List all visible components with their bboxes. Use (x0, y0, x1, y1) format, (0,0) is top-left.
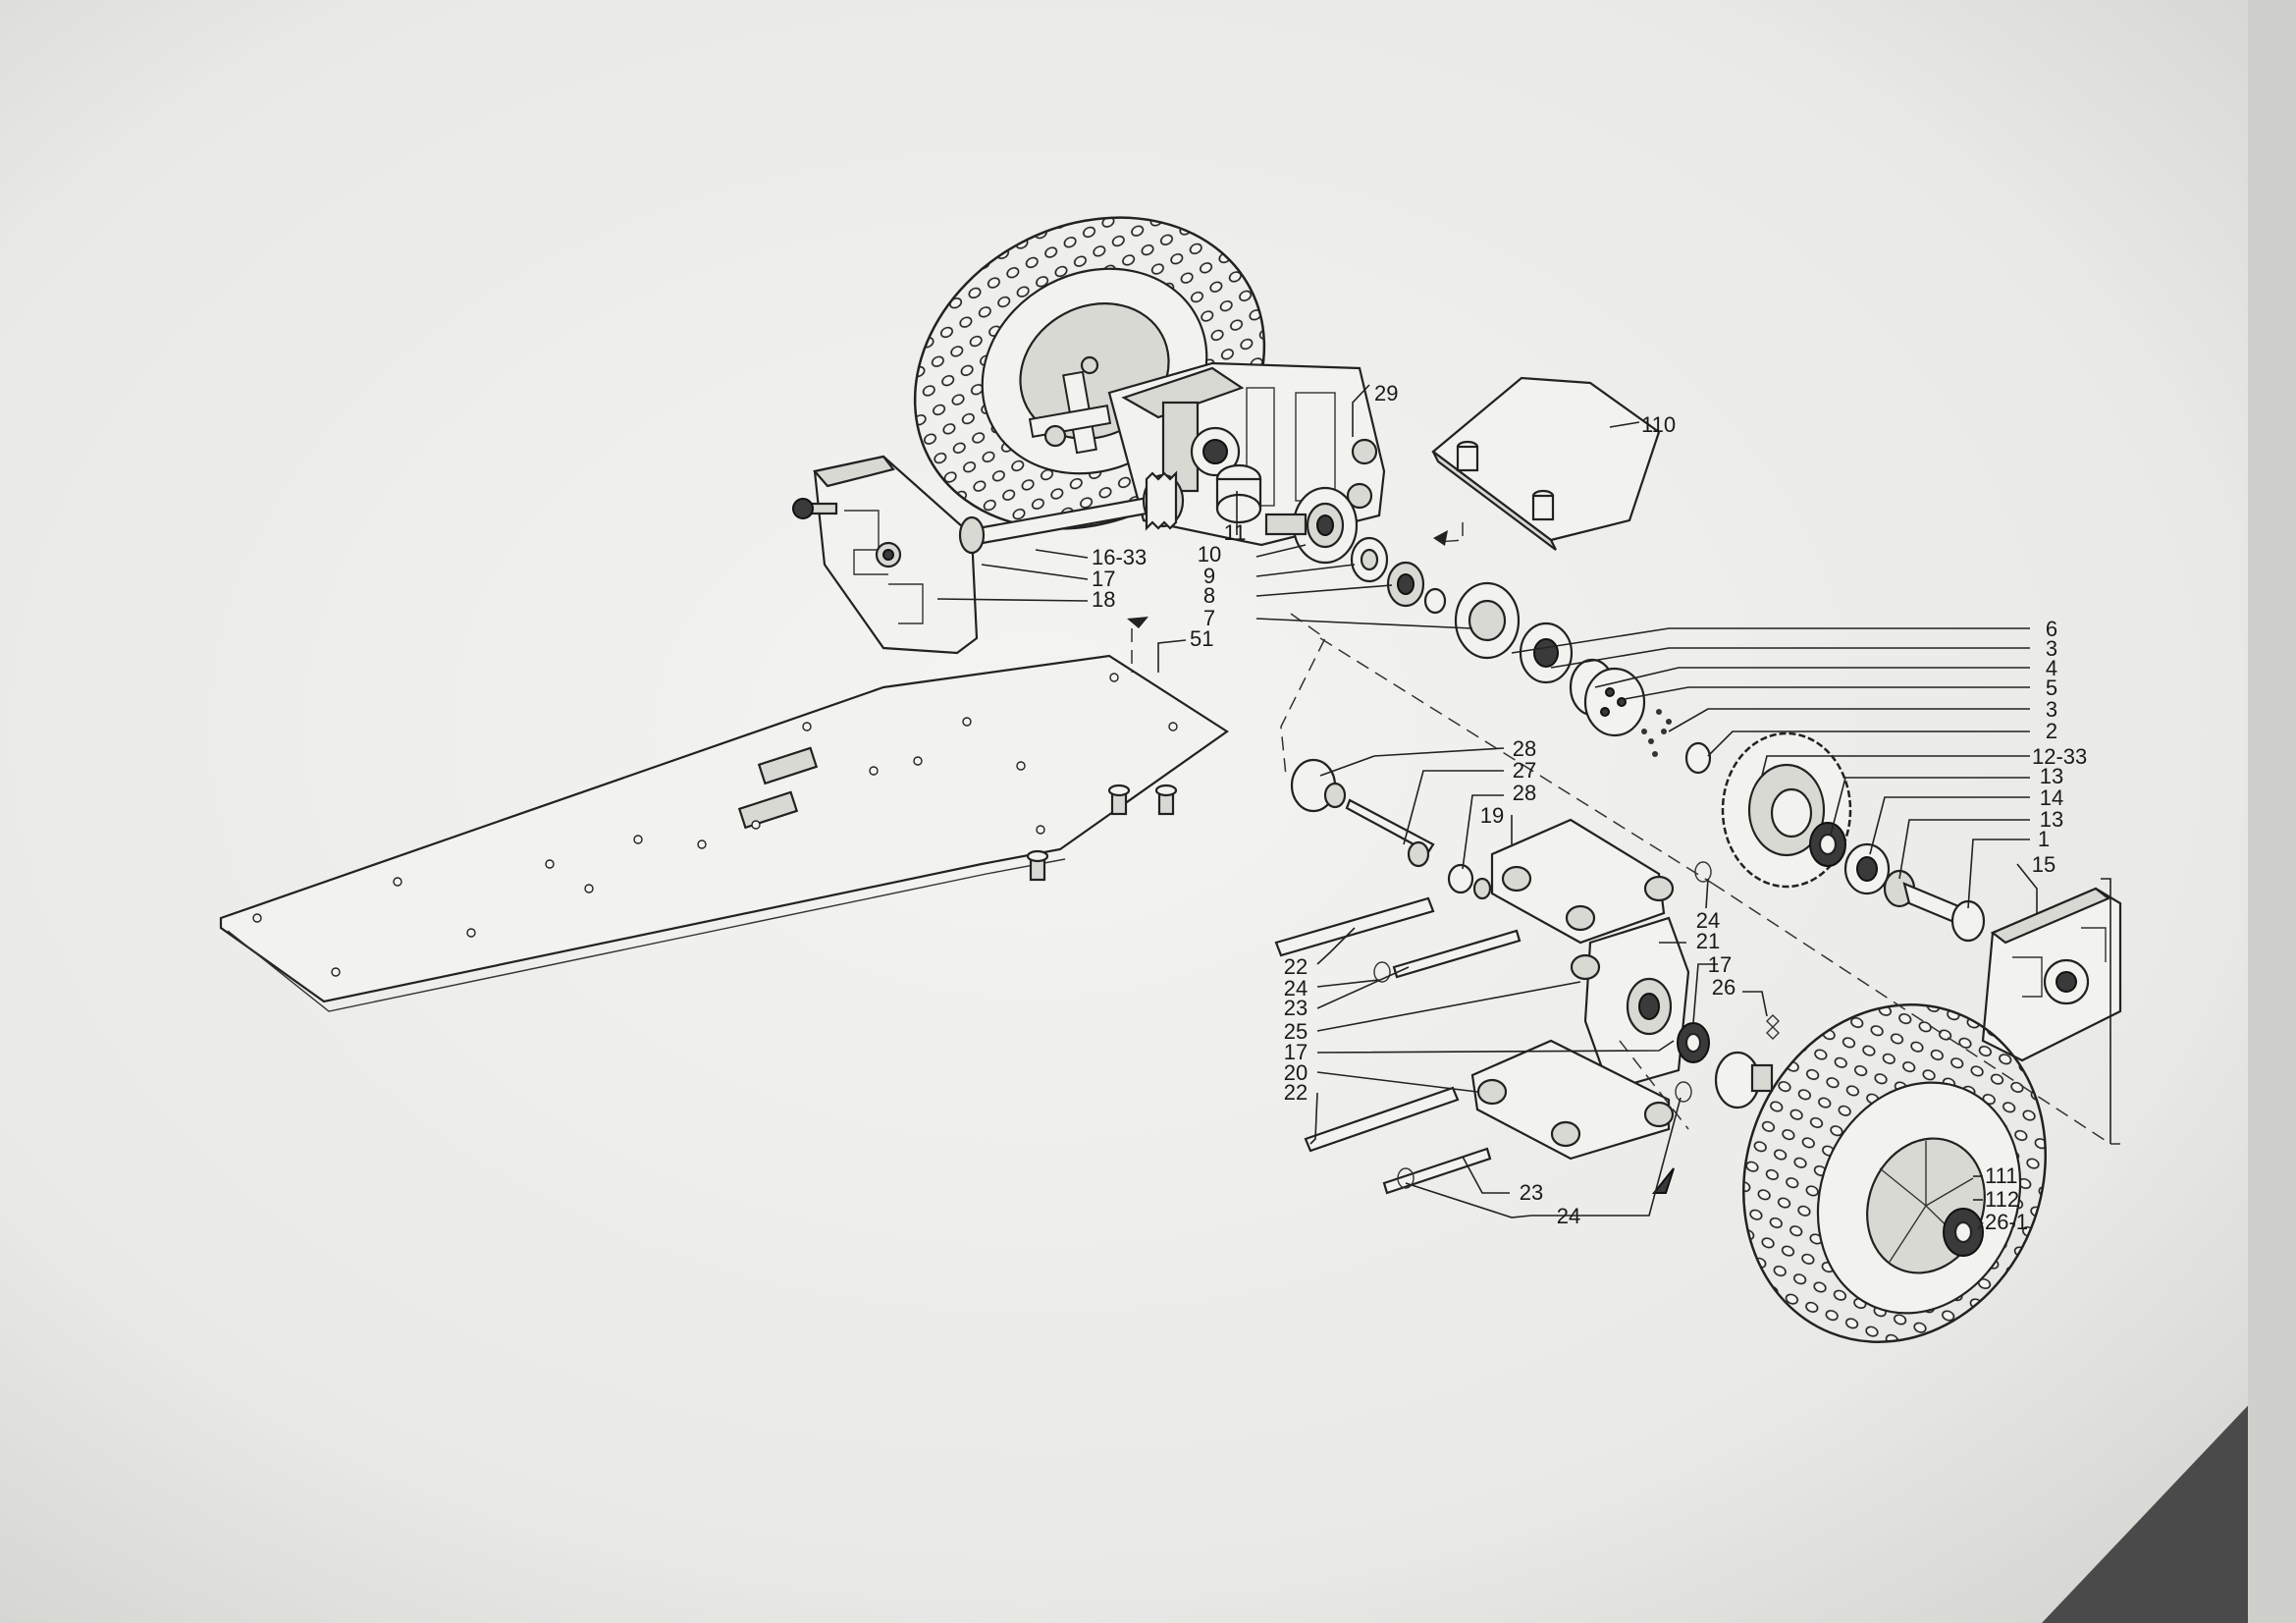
callout-label-11: 11 (1224, 520, 1247, 545)
callout-label-19: 19 (1480, 803, 1504, 828)
chassis-screws (1026, 784, 1178, 882)
suspension-parts (1274, 758, 1780, 1195)
callout-label-112: 112 (1985, 1187, 2019, 1212)
callout-label-51: 51 (1190, 626, 1213, 651)
callout-label-21: 21 (1696, 929, 1720, 953)
callout-label-9: 9 (1203, 564, 1215, 588)
callout-label-8: 8 (1203, 583, 1215, 608)
callout-label-22a: 22 (1284, 954, 1308, 979)
callout-label-18: 18 (1092, 587, 1115, 612)
scan-shadow-corner (2042, 1355, 2296, 1623)
callout-label-7: 7 (1203, 606, 1215, 630)
callout-label-14: 14 (2040, 785, 2063, 810)
callout-label-13a: 13 (2040, 764, 2063, 788)
differential-parts (1386, 561, 1712, 775)
callout-label-26: 26 (1712, 975, 1735, 1000)
scan-edge-shadow (2248, 0, 2296, 1623)
motor-plate (1431, 376, 1661, 551)
callout-label-26-1: 26-1 (1985, 1210, 2028, 1234)
callout-label-6: 6 (2046, 617, 2057, 641)
front-wheel (1741, 1003, 2048, 1343)
leader-lines (936, 384, 2111, 1230)
callout-label-13b: 13 (2040, 807, 2063, 832)
callout-label-20: 20 (1284, 1060, 1308, 1085)
callout-label-24b: 24 (1284, 976, 1308, 1001)
callout-label-2: 2 (2046, 719, 2057, 743)
callout-label-17c: 17 (1284, 1040, 1308, 1064)
callout-label-28b: 28 (1513, 781, 1536, 805)
callout-label-4: 4 (2046, 656, 2057, 680)
callout-label-27: 27 (1513, 758, 1536, 783)
output-bearings (1809, 822, 1986, 943)
callout-label-1: 1 (2038, 827, 2050, 851)
callout-label-111: 111 (1985, 1163, 2017, 1188)
callout-label-16-33: 16-33 (1092, 545, 1147, 569)
callout-label-24a: 24 (1696, 908, 1720, 933)
callout-label-5: 5 (2046, 676, 2057, 700)
callout-label-24c: 24 (1557, 1204, 1580, 1228)
chassis-plate (219, 654, 1229, 1012)
callout-label-15: 15 (2032, 852, 2056, 877)
callout-label-17b: 17 (1708, 952, 1732, 977)
callout-label-29: 29 (1374, 381, 1398, 406)
left-hub-carrier (812, 455, 986, 655)
callout-label-3b: 3 (2046, 697, 2057, 722)
carrier-bolt (792, 498, 838, 519)
callout-label-28a: 28 (1513, 736, 1536, 761)
callout-label-23b: 23 (1520, 1180, 1543, 1205)
callout-label-22b: 22 (1284, 1080, 1308, 1105)
callout-label-23a: 23 (1284, 996, 1308, 1020)
axle-shaft (965, 470, 1185, 547)
callout-label-110: 110 (1641, 412, 1676, 437)
alignment-lines (1127, 613, 2120, 1145)
callout-label-12-33: 12-33 (2032, 744, 2087, 769)
callout-label-10: 10 (1198, 542, 1221, 567)
callout-label-17a: 17 (1092, 567, 1115, 591)
drive-cup-stack (1215, 463, 1389, 583)
callout-label-3a: 3 (2046, 636, 2057, 661)
callout-label-25: 25 (1284, 1019, 1308, 1044)
